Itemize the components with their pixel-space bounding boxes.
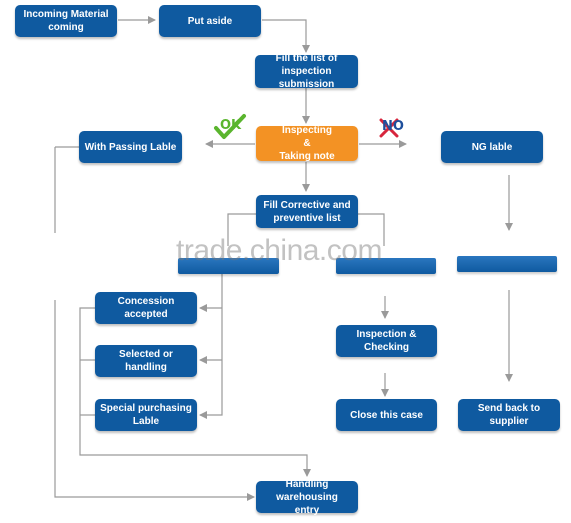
no-mark-label: NO xyxy=(382,119,404,134)
line-corrective-left xyxy=(227,213,256,246)
left-branch-bar xyxy=(178,258,279,274)
arrow-putaside-to-filllist xyxy=(262,19,310,53)
close-case-node: Close this case xyxy=(336,399,437,431)
line-corrective-right xyxy=(356,213,385,246)
selected-or-handling-node: Selected or handling xyxy=(95,345,197,377)
ok-mark-label: OK xyxy=(220,118,242,133)
with-passing-lable-node: With Passing Lable xyxy=(79,131,182,163)
send-back-node: Send back to supplier xyxy=(458,399,560,431)
check-icon xyxy=(214,114,246,139)
incoming-material-node: Incoming Material coming xyxy=(15,5,117,37)
special-purchasing-node: Special purchasing Lable xyxy=(95,399,197,431)
put-aside-node: Put aside xyxy=(159,5,261,37)
inspection-checking-node: Inspection & Checking xyxy=(336,325,437,357)
concession-accepted-node: Concession accepted xyxy=(95,292,197,324)
cross-icon xyxy=(379,118,399,138)
right-branch-bar xyxy=(457,256,557,272)
fill-inspection-list-node: Fill the list of inspection submission xyxy=(255,53,358,90)
line-passing-left-lower xyxy=(54,300,255,501)
watermark: trade.china.com xyxy=(176,234,382,267)
fill-corrective-node: Fill Corrective and preventive list xyxy=(256,195,358,228)
middle-branch-bar xyxy=(336,258,436,274)
line-left-bar-down xyxy=(199,274,223,419)
handling-warehousing-node: Handling warehousing entry xyxy=(256,479,358,516)
inspecting-node: Inspecting & Taking note xyxy=(256,125,358,162)
line-options-left xyxy=(79,307,311,477)
ng-lable-node: NG lable xyxy=(441,131,543,163)
